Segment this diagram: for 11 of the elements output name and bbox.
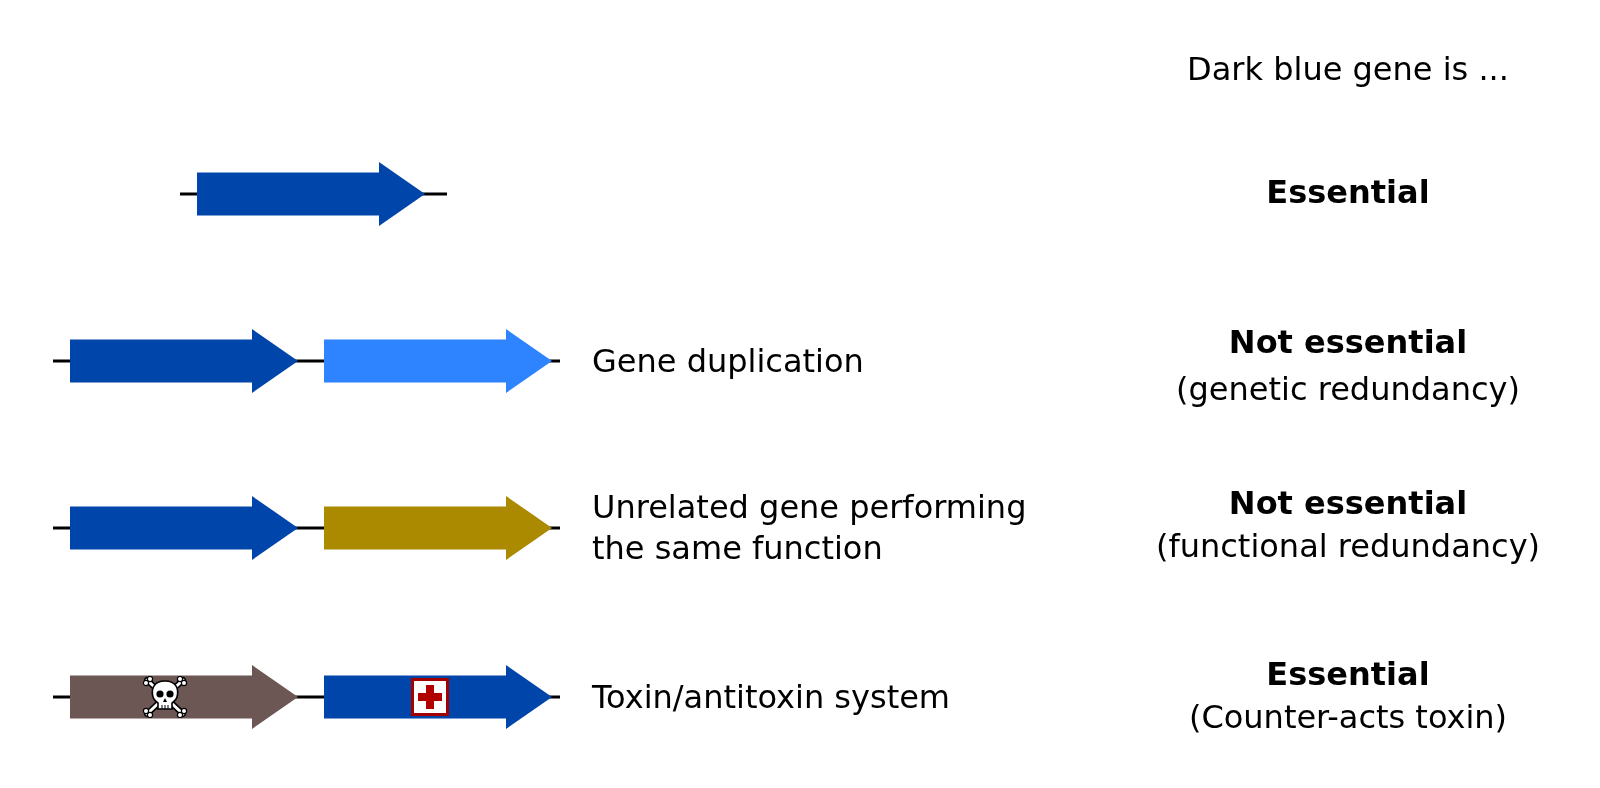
heading-text: Dark blue gene is ... — [1187, 50, 1509, 88]
verdict-text: Not essential — [1228, 484, 1468, 522]
scenario-text: Unrelated gene performing the same function — [592, 487, 1028, 569]
reason-text: (genetic redundancy) — [1176, 370, 1520, 408]
reason-text: (functional redundancy) — [1155, 527, 1541, 565]
scenario-text: Toxin/antitoxin system — [592, 678, 951, 716]
verdict-text: Not essential — [1228, 323, 1468, 361]
verdict-text: Essential — [1266, 655, 1430, 693]
scenario-text: Gene duplication — [592, 342, 864, 380]
reason-text: (Counter-acts toxin) — [1188, 698, 1508, 736]
verdict-text: Essential — [1266, 173, 1430, 211]
